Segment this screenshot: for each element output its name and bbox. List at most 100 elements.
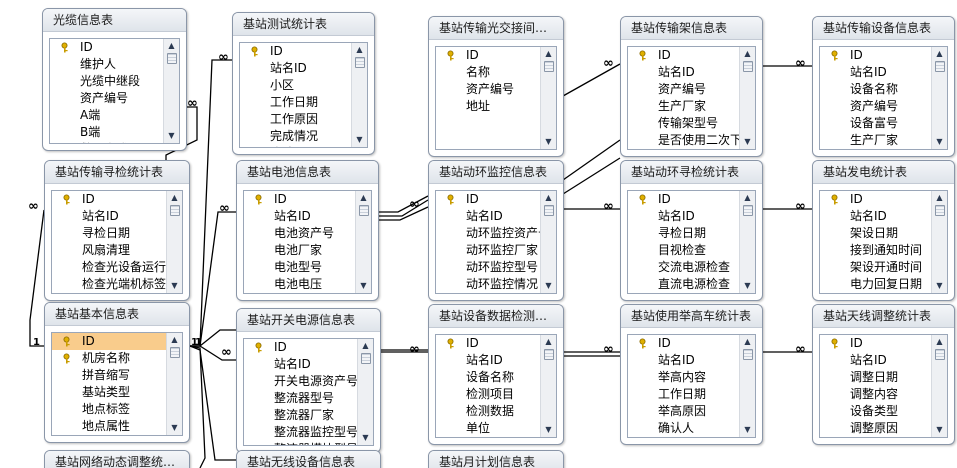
field-item[interactable]: 站名ID	[436, 352, 541, 369]
field-item[interactable]: 维护人	[50, 56, 164, 73]
field-item[interactable]: 站名ID	[52, 208, 167, 225]
table-title[interactable]: 基站传输架信息表	[621, 17, 762, 40]
table-title[interactable]: 基站基本信息表	[45, 303, 189, 326]
field-item[interactable]: A端	[50, 107, 164, 124]
table-window[interactable]: 基站网络动态调整统计表	[44, 450, 190, 468]
field-list[interactable]: ID站名ID寻检日期目视检查交流电源检查直流电源检查电池检查▲▼	[627, 190, 756, 294]
field-list[interactable]: ID站名ID调整日期调整内容设备类型调整原因调整人员▲▼	[819, 334, 948, 438]
field-list[interactable]: ID站名ID举高内容工作日期举高原因确认人确认日期▲▼	[627, 334, 756, 438]
scroll-up-arrow-icon[interactable]: ▲	[168, 41, 175, 50]
field-item[interactable]: 生产厂家	[628, 98, 740, 115]
scroll-down-arrow-icon[interactable]: ▼	[545, 281, 552, 290]
table-title[interactable]: 基站网络动态调整统计表	[45, 451, 189, 468]
field-item[interactable]: 设备类型	[820, 403, 932, 420]
field-item[interactable]: 地点标签	[52, 401, 167, 418]
field-item[interactable]: ID	[240, 43, 352, 60]
vertical-scrollbar[interactable]: ▲▼	[166, 333, 182, 435]
scrollbar-thumb[interactable]	[743, 349, 753, 360]
field-item[interactable]: 整流器模块型号	[244, 441, 358, 445]
field-item[interactable]: 调整日期	[820, 369, 932, 386]
field-item[interactable]: 资产编号	[628, 81, 740, 98]
field-item[interactable]: 单位	[436, 420, 541, 437]
field-item[interactable]: ID	[820, 47, 932, 64]
field-item[interactable]: 工作日期	[240, 94, 352, 111]
scrollbar-thumb[interactable]	[935, 205, 945, 216]
field-list[interactable]: ID站名ID电池资产号电池厂家电池型号电池电压电池容量▲▼	[243, 190, 372, 294]
scrollbar-thumb[interactable]	[935, 61, 945, 72]
vertical-scrollbar[interactable]: ▲▼	[357, 339, 373, 445]
field-item[interactable]: 动环监控情况	[436, 276, 541, 293]
table-title[interactable]: 基站电池信息表	[237, 161, 378, 184]
field-item[interactable]: 动环监控厂家	[436, 242, 541, 259]
vertical-scrollbar[interactable]: ▲▼	[351, 43, 367, 147]
field-item[interactable]: 站名ID	[820, 64, 932, 81]
vertical-scrollbar[interactable]: ▲▼	[540, 191, 556, 293]
field-item[interactable]: 接到通知时间	[820, 242, 932, 259]
field-item[interactable]: 设备名称	[820, 81, 932, 98]
scroll-up-arrow-icon[interactable]: ▲	[362, 341, 369, 350]
scroll-up-arrow-icon[interactable]: ▲	[171, 193, 178, 202]
field-item[interactable]: ID	[820, 191, 932, 208]
field-list[interactable]: ID站名ID动环监控资产号动环监控厂家动环监控型号动环监控情况是否用电开门▲▼	[435, 190, 557, 294]
scroll-down-arrow-icon[interactable]: ▼	[171, 281, 178, 290]
field-item[interactable]: 电池厂家	[244, 242, 356, 259]
field-item[interactable]: 拼音缩写	[52, 367, 167, 384]
scroll-down-arrow-icon[interactable]: ▼	[744, 281, 751, 290]
scroll-down-arrow-icon[interactable]: ▼	[362, 433, 369, 442]
table-title[interactable]: 基站动环寻检统计表	[621, 161, 762, 184]
field-item[interactable]: 机房名称	[52, 350, 167, 367]
scroll-up-arrow-icon[interactable]: ▲	[936, 337, 943, 346]
table-title[interactable]: 基站天线调整统计表	[813, 305, 954, 328]
scroll-up-arrow-icon[interactable]: ▲	[936, 193, 943, 202]
field-item[interactable]: 电池电压	[244, 276, 356, 293]
field-item[interactable]: 完成情况	[240, 128, 352, 145]
field-item[interactable]: 整流器监控型号	[244, 424, 358, 441]
field-list[interactable]: ID站名ID设备名称资产编号设备富号生产厂家设备型号▲▼	[819, 46, 948, 150]
vertical-scrollbar[interactable]: ▲▼	[931, 191, 947, 293]
field-list[interactable]: ID站名ID架设日期接到通知时间架设开通时间电力回复日期电力回复时间▲▼	[819, 190, 948, 294]
vertical-scrollbar[interactable]: ▲▼	[931, 47, 947, 149]
field-item[interactable]: 站名ID	[820, 208, 932, 225]
field-item[interactable]: 目视检查	[628, 242, 740, 259]
table-window[interactable]: 基站发电统计表ID站名ID架设日期接到通知时间架设开通时间电力回复日期电力回复时…	[812, 160, 955, 301]
table-title[interactable]: 基站无线设备信息表	[237, 451, 380, 468]
field-item[interactable]: 检查光设备运行	[52, 259, 167, 276]
scrollbar-thumb[interactable]	[743, 61, 753, 72]
field-item[interactable]: 工作日期	[628, 386, 740, 403]
table-title[interactable]: 基站传输光交接间信息表	[429, 17, 563, 40]
field-list[interactable]: ID站名ID开关电源资产号整流器型号整流器厂家整流器监控型号整流器模块型号▲▼	[243, 338, 374, 446]
vertical-scrollbar[interactable]: ▲▼	[739, 335, 755, 437]
field-item[interactable]: 动环监控资产号	[436, 225, 541, 242]
field-item[interactable]: 站名ID	[628, 352, 740, 369]
scrollbar-thumb[interactable]	[355, 57, 365, 68]
field-item[interactable]: 电池型号	[244, 259, 356, 276]
table-window[interactable]: 基站天线调整统计表ID站名ID调整日期调整内容设备类型调整原因调整人员▲▼	[812, 304, 955, 445]
field-item[interactable]: ID	[820, 335, 932, 352]
table-title[interactable]: 基站月计划信息表	[429, 451, 563, 468]
field-item[interactable]: 举高原因	[628, 403, 740, 420]
field-item[interactable]: 整流器型号	[244, 390, 358, 407]
field-item[interactable]: 资产编号	[436, 81, 541, 98]
scrollbar-thumb[interactable]	[743, 205, 753, 216]
scroll-down-arrow-icon[interactable]: ▼	[545, 137, 552, 146]
scroll-down-arrow-icon[interactable]: ▼	[171, 423, 178, 432]
table-title[interactable]: 基站设备数据检测统计表	[429, 305, 563, 328]
field-item[interactable]: 地址	[436, 98, 541, 115]
scroll-up-arrow-icon[interactable]: ▲	[360, 193, 367, 202]
table-window[interactable]: 基站传输设备信息表ID站名ID设备名称资产编号设备富号生产厂家设备型号▲▼	[812, 16, 955, 157]
scrollbar-thumb[interactable]	[170, 347, 180, 358]
table-title[interactable]: 基站测试统计表	[233, 13, 374, 36]
table-window[interactable]: 基站传输寻检统计表ID站名ID寻检日期风扇清理检查光设备运行检查光端机标签检查D…	[44, 160, 190, 301]
scroll-down-arrow-icon[interactable]: ▼	[936, 281, 943, 290]
field-item[interactable]: 调整内容	[820, 386, 932, 403]
scroll-up-arrow-icon[interactable]: ▲	[545, 49, 552, 58]
scroll-up-arrow-icon[interactable]: ▲	[744, 193, 751, 202]
field-item[interactable]: ID	[50, 39, 164, 56]
field-list[interactable]: ID机房名称拼音缩写基站类型地点标签地点属性基站等级▲▼	[51, 332, 183, 436]
field-item[interactable]: 资产编号	[50, 90, 164, 107]
field-item[interactable]: ID	[628, 191, 740, 208]
field-item[interactable]: ID	[436, 191, 541, 208]
field-list[interactable]: ID站名ID寻检日期风扇清理检查光设备运行检查光端机标签检查DDF标签▲▼	[51, 190, 183, 294]
